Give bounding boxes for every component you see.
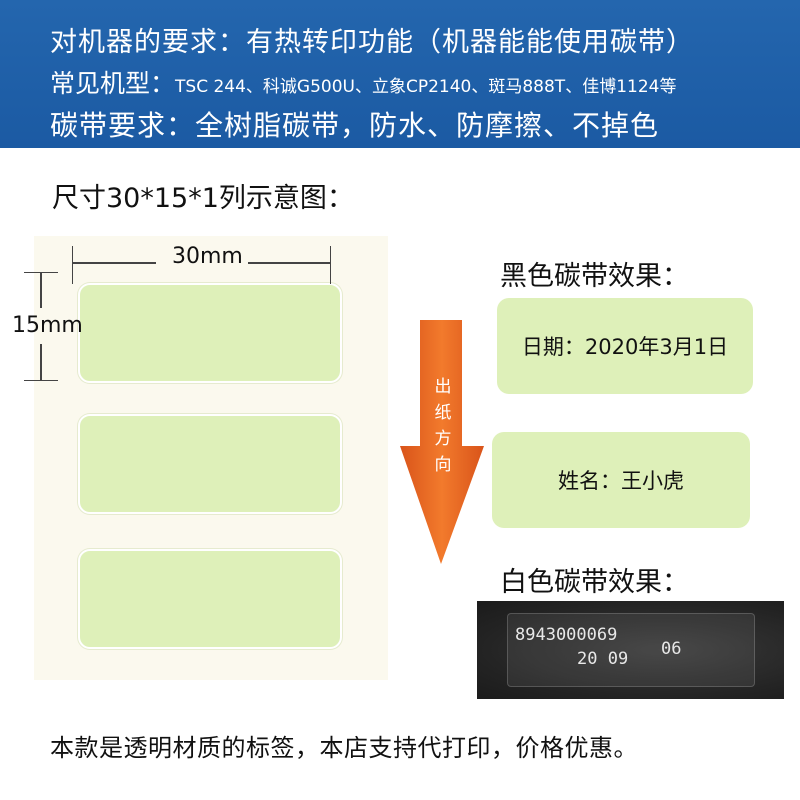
name-sample-text: 姓名：王小虎 <box>558 469 684 493</box>
arrow-char: 向 <box>434 455 452 475</box>
arrow-char: 出 <box>434 377 452 397</box>
arrow-char: 方 <box>434 429 452 449</box>
white-ribbon-title: 白色碳带效果： <box>500 567 689 598</box>
white-ribbon-photo: 8943000069 06 20 09 <box>477 601 784 699</box>
common-models-list: TSC 244、科诚G500U、立象CP2140、斑马888T、佳博1124等 <box>175 77 677 97</box>
paper-direction-arrow: 出 纸 方 向 <box>398 318 488 566</box>
header-banner: 对机器的要求：有热转印功能（机器能能使用碳带） 常见机型：TSC 244、科诚G… <box>0 0 800 148</box>
width-dimension-tick-left <box>72 246 73 284</box>
height-dimension-line-bottom <box>40 344 42 380</box>
machine-requirement-text: 对机器的要求：有热转印功能（机器能能使用碳带） <box>50 27 694 58</box>
common-models-label: 常见机型： <box>50 69 176 98</box>
height-dimension-label: 15mm <box>12 313 83 338</box>
height-dimension-line-top <box>40 272 42 308</box>
height-dimension-tick-bottom <box>24 380 58 381</box>
label-sheet-diagram <box>34 236 388 680</box>
width-dimension-label: 30mm <box>172 244 243 269</box>
ribbon-requirement-text: 碳带要求：全树脂碳带，防水、防摩擦、不掉色 <box>50 109 660 142</box>
photo-barcode-number: 8943000069 <box>515 625 618 645</box>
label-sample <box>78 549 342 649</box>
width-dimension-line-left <box>72 262 156 264</box>
transparent-label-photo <box>507 613 755 687</box>
black-ribbon-title: 黑色碳带效果： <box>500 261 689 292</box>
label-sample <box>78 414 342 514</box>
date-sample-label: 日期：2020年3月1日 <box>497 298 753 394</box>
photo-code-suffix: 06 <box>661 639 682 659</box>
common-models-text: 常见机型：TSC 244、科诚G500U、立象CP2140、斑马888T、佳博1… <box>50 64 676 100</box>
footer-note: 本款是透明材质的标签，本店支持代打印，价格优惠。 <box>50 734 638 762</box>
photo-date-code: 20 09 <box>577 649 629 669</box>
width-dimension-line-right <box>248 262 330 264</box>
paper-direction-text: 出 纸 方 向 <box>428 374 458 478</box>
date-sample-text: 日期：2020年3月1日 <box>521 335 729 359</box>
arrow-char: 纸 <box>434 403 452 423</box>
name-sample-label: 姓名：王小虎 <box>492 432 750 528</box>
down-arrow-icon <box>400 320 484 564</box>
label-sample <box>78 283 342 383</box>
size-diagram-title: 尺寸30*15*1列示意图： <box>52 183 354 214</box>
width-dimension-tick-right <box>330 246 331 284</box>
